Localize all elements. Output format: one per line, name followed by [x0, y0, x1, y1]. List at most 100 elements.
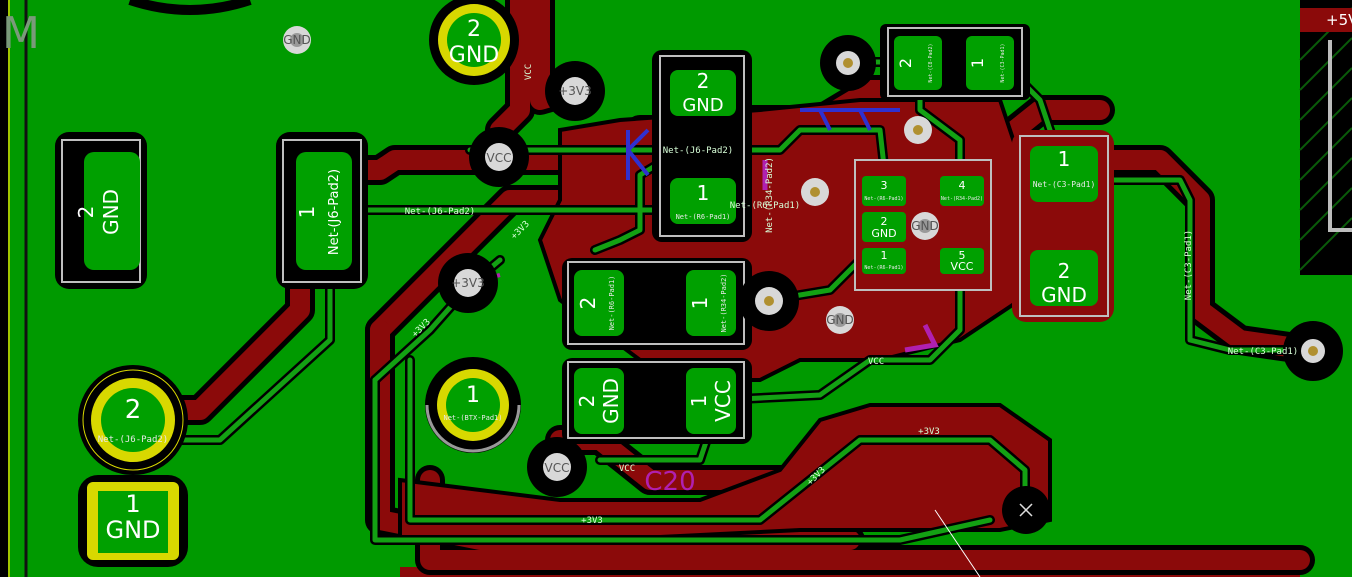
via[interactable] — [904, 116, 932, 144]
pad-mid-1[interactable]: 1 Net-(BTX-Pad1) — [425, 357, 521, 453]
via[interactable] — [1283, 321, 1343, 381]
via-label: +3V3 — [558, 84, 592, 98]
pad-ic-5[interactable]: 5 VCC — [940, 248, 984, 274]
pad-number: 2 — [575, 395, 599, 408]
pad-c8-2[interactable]: 2 Net-(C8-Pad2) — [894, 36, 942, 90]
pad-net: GND — [871, 227, 896, 240]
via-gnd-a[interactable]: GND — [283, 26, 311, 54]
silk-c20: C20 — [644, 467, 695, 497]
pad-net: GND — [599, 378, 623, 424]
pad-c20-2[interactable]: 2 GND — [574, 368, 624, 434]
pad-ic-3[interactable]: 3 Net-(R6-Pad1) — [862, 176, 906, 206]
via-3v3-a[interactable]: +3V3 — [545, 61, 605, 121]
pad-number: 4 — [959, 179, 966, 192]
pad-number: 1 — [968, 58, 987, 68]
pad-number: 2 — [576, 297, 600, 310]
pad-c3-2[interactable]: 2 GND — [1030, 250, 1098, 307]
pad-net: VCC — [951, 260, 974, 273]
pad-top-2[interactable]: 2 GND — [429, 0, 519, 85]
pad-net: Net-(R34-Pad2) — [941, 196, 983, 202]
pad-j6-1[interactable]: 1 Net-(J6-Pad2) — [276, 132, 368, 289]
via-label: VCC — [487, 151, 512, 165]
silk-m-letter: M — [2, 8, 40, 59]
pad-net: Net-(R6-Pad1) — [864, 265, 903, 271]
pad-net: GND — [105, 516, 160, 544]
trace-label: Net-(J6-Pad2) — [405, 207, 475, 217]
pad-number: 5 — [959, 249, 966, 262]
pad-number: 2 — [1058, 259, 1071, 283]
keepout-region — [1300, 0, 1352, 275]
pad-net: VCC — [711, 380, 735, 422]
pad-number: 1 — [466, 383, 480, 408]
pad-number: 2 — [467, 17, 481, 42]
pad-net: Net-(R34-Pad2) — [720, 273, 728, 332]
via-marker-x[interactable] — [1002, 486, 1050, 534]
pad-number: 1 — [697, 181, 710, 205]
pad-j6-2[interactable]: 2 GND — [55, 132, 147, 289]
pad-number: 2 — [125, 395, 142, 425]
pad-number: 2 — [881, 215, 888, 228]
board-edge-left — [0, 0, 8, 577]
pad-number: 2 — [74, 206, 98, 219]
trace-label: +3V3 — [918, 427, 940, 437]
mounting-hole-arc — [128, 0, 252, 15]
pad-number: 1 — [125, 490, 140, 518]
plus5v-rail-label: +5V — [1326, 11, 1352, 29]
ratsnest-line — [934, 509, 981, 577]
pad-number: 2 — [896, 58, 915, 68]
pad-net: Net-(C3-Pad1) — [1000, 43, 1006, 82]
pad-net: Net-(R6-Pad1) — [864, 196, 903, 202]
pad-ic-2[interactable]: 2 GND — [862, 212, 906, 242]
pad-net: Net-(C3-Pad1) — [1033, 180, 1096, 189]
pad-net: Net-(J6-Pad2) — [327, 169, 342, 255]
pad-number: 3 — [881, 179, 888, 192]
pad-number: 1 — [881, 249, 888, 262]
pad-c3-1[interactable]: 1 Net-(C3-Pad1) — [1030, 146, 1098, 202]
pad-net: Net-(C8-Pad2) — [928, 43, 934, 82]
via-label: VCC — [545, 461, 570, 475]
pad-number: 1 — [687, 395, 711, 408]
trace-label: Net-(C3-Pad1) — [1184, 230, 1194, 300]
pad-r34-2[interactable]: 2 Net-(R6-Pad1) — [574, 270, 624, 336]
via[interactable] — [801, 178, 829, 206]
pad-number: 2 — [697, 69, 710, 93]
pad-net: Net-(R6-Pad1) — [676, 213, 731, 221]
trace-label: Net-(R6-Pad1) — [730, 201, 800, 211]
trace-label: Net-(C3-Pad1) — [1228, 347, 1298, 357]
pad-r6-2[interactable]: 2 GND — [670, 69, 736, 116]
pad-net: GND — [449, 43, 499, 68]
pad-number: 1 — [688, 297, 712, 310]
pad-r34-1[interactable]: 1 Net-(R34-Pad2) — [686, 270, 736, 336]
via[interactable] — [820, 35, 876, 91]
via-label: GND — [826, 313, 854, 327]
pad-conn-2[interactable]: 2 Net-(J6-Pad2) — [78, 365, 188, 475]
via-label: GND — [283, 33, 311, 47]
pad-ic-1[interactable]: 1 Net-(R6-Pad1) — [862, 248, 906, 274]
pad-conn-1[interactable]: 1 GND — [78, 475, 188, 567]
via-vcc-a[interactable]: VCC — [469, 127, 529, 187]
via-gnd-b[interactable]: GND — [826, 306, 854, 334]
trace-label: Net-(J6-Pad2) — [663, 146, 733, 156]
trace-label: Net-(R34-Pad2) — [765, 157, 775, 233]
via[interactable] — [739, 271, 799, 331]
pad-c20-1[interactable]: 1 VCC — [686, 368, 736, 434]
trace-label: +3V3 — [581, 516, 603, 526]
via-3v3-b[interactable]: +3V3 — [438, 253, 498, 313]
pad-net: GND — [99, 189, 123, 235]
pad-number: 1 — [295, 206, 319, 219]
via-label: +3V3 — [451, 276, 485, 290]
pad-c8-1[interactable]: 1 Net-(C3-Pad1) — [966, 36, 1014, 90]
pad-net: GND — [682, 95, 723, 116]
pad-net: Net-(J6-Pad2) — [98, 435, 168, 445]
hatch-area — [1299, 7, 1352, 271]
pad-net: Net-(BTX-Pad1) — [443, 414, 502, 422]
via-vcc-b[interactable]: VCC — [527, 437, 587, 497]
via-label: GND — [911, 219, 939, 233]
via-gnd-c[interactable]: GND — [911, 212, 939, 240]
trace-label: VCC — [524, 64, 534, 80]
pad-r6-1[interactable]: 1 Net-(R6-Pad1) — [670, 178, 736, 224]
pad-ic-4[interactable]: 4 Net-(R34-Pad2) — [940, 176, 984, 206]
trace-label: VCC — [619, 464, 635, 474]
